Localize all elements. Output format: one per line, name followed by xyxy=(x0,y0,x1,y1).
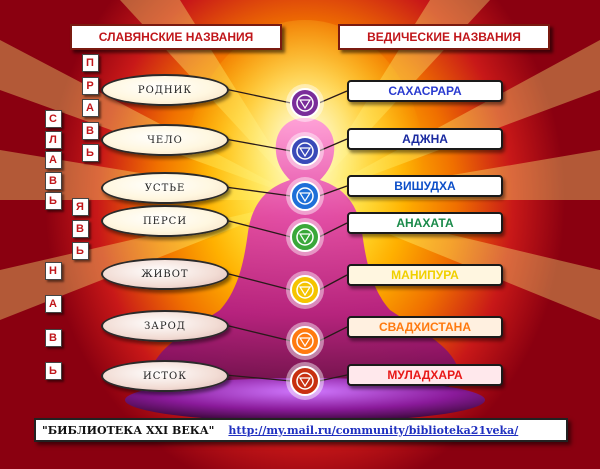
vertical-letter: Ь xyxy=(81,144,99,162)
chakra-symbol-icon xyxy=(286,177,324,215)
slavic-name-6: ЗАРОД xyxy=(101,310,229,342)
vertical-letter: В xyxy=(71,220,89,238)
connector-line xyxy=(318,222,348,238)
vertical-letter: Я xyxy=(71,198,89,216)
vedic-name-6: СВАДХИСТАНА xyxy=(347,316,503,338)
chakra-symbol-icon xyxy=(286,362,324,400)
vertical-letter: С xyxy=(44,110,62,128)
slavic-name-4: ПЕРСИ xyxy=(101,205,229,237)
vedic-name-1: САХАСРАРА xyxy=(347,80,503,102)
vedic-name-3: ВИШУДХА xyxy=(347,175,503,197)
vertical-letter: Ь xyxy=(44,192,62,210)
connector-line xyxy=(224,88,292,104)
vertical-letter: Ь xyxy=(44,361,62,380)
vertical-letter: Р xyxy=(81,76,99,95)
library-name: "БИБЛИОТЕКА XXI ВЕКА" xyxy=(42,423,215,437)
slavic-name-1: РОДНИК xyxy=(101,74,229,106)
connector-line xyxy=(224,272,292,291)
connector-line xyxy=(318,274,348,291)
vertical-letter: В xyxy=(44,171,62,190)
chakra-symbol-icon xyxy=(286,218,324,256)
slavic-names-header: СЛАВЯНСКИЕ НАЗВАНИЯ xyxy=(70,24,282,50)
vertical-letter: А xyxy=(44,295,62,314)
vertical-letter: Л xyxy=(44,130,62,149)
vedic-name-4: АНАХАТА xyxy=(347,212,503,234)
connector-line xyxy=(224,138,292,152)
vertical-letter: Ь xyxy=(71,242,89,260)
connector-line xyxy=(318,138,348,152)
chakra-symbol-icon xyxy=(286,132,324,170)
community-link[interactable]: http://my.mail.ru/community/biblioteka21… xyxy=(228,423,519,437)
slavic-name-2: ЧЕЛО xyxy=(101,124,229,156)
chakra-symbol-icon xyxy=(286,271,324,309)
vertical-letter: А xyxy=(81,99,99,117)
connector-line xyxy=(318,374,348,382)
vertical-letter: П xyxy=(81,54,99,72)
connector-line xyxy=(224,219,292,238)
vertical-letter: В xyxy=(81,121,99,140)
chakra-symbol-icon xyxy=(286,84,324,122)
vertical-letter: Н xyxy=(44,262,62,280)
vedic-name-7: МУЛАДХАРА xyxy=(347,364,503,386)
slavic-name-5: ЖИВОТ xyxy=(101,258,229,290)
connector-line xyxy=(224,324,292,342)
slavic-name-3: УСТЬЕ xyxy=(101,172,229,204)
slavic-name-7: ИСТОК xyxy=(101,360,229,392)
vedic-name-5: МАНИПУРА xyxy=(347,264,503,286)
chakra-symbol-icon xyxy=(286,322,324,360)
vedic-name-2: АДЖНА xyxy=(347,128,503,150)
connector-line xyxy=(318,326,348,342)
vertical-letter: В xyxy=(44,328,62,347)
connector-line xyxy=(318,90,348,104)
connector-line xyxy=(318,185,348,197)
vertical-letter: А xyxy=(44,151,62,169)
footer-banner: "БИБЛИОТЕКА XXI ВЕКА" http://my.mail.ru/… xyxy=(34,418,568,442)
connector-line xyxy=(224,186,292,197)
vedic-names-header: ВЕДИЧЕСКИЕ НАЗВАНИЯ xyxy=(338,24,550,50)
connector-line xyxy=(224,374,292,382)
